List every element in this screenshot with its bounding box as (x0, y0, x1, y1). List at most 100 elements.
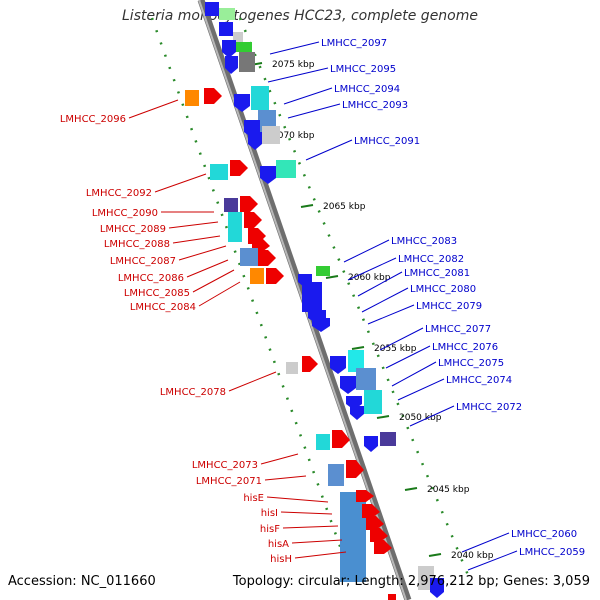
gene-block (250, 268, 264, 284)
label-connector (287, 103, 341, 119)
gene-arrow (430, 578, 444, 598)
gene-block (219, 22, 233, 36)
gene-label[interactable]: LMHCC_2084 (130, 302, 196, 313)
gene-block (340, 492, 366, 582)
label-connector (367, 304, 415, 325)
gene-arrow (244, 212, 262, 228)
label-connector (172, 235, 221, 244)
scale-tick (325, 275, 339, 279)
gene-arrow (332, 430, 350, 448)
gene-label[interactable]: hisF (260, 524, 280, 535)
gene-block (316, 434, 330, 450)
scale-tick-label: 2065 kbp (323, 202, 366, 212)
gene-label[interactable]: LMHCC_2097 (321, 38, 387, 49)
gene-block (388, 594, 396, 600)
gene-block (236, 42, 252, 52)
gene-block (286, 362, 298, 374)
reverse-gene-labels: LMHCC_2097LMHCC_2095LMHCC_2094LMHCC_2093… (267, 38, 585, 571)
label-connector (128, 99, 179, 119)
label-connector (397, 378, 445, 401)
gene-label[interactable]: LMHCC_2091 (354, 136, 420, 147)
gene-label[interactable]: LMHCC_2085 (124, 288, 190, 299)
gene-arrow (370, 528, 388, 542)
gene-arrow (222, 40, 236, 58)
label-connector (294, 551, 347, 559)
label-connector (264, 475, 307, 481)
gene-arrow (366, 516, 384, 530)
gene-block (224, 198, 238, 212)
label-connector (385, 345, 431, 369)
scale-tick (300, 204, 314, 208)
gene-arrow (258, 250, 276, 266)
label-connector (467, 550, 518, 571)
label-connector (361, 287, 409, 313)
gene-label[interactable]: LMHCC_2095 (330, 64, 396, 75)
gene-label[interactable]: LMHCC_2079 (416, 301, 482, 312)
gene-label[interactable]: LMHCC_2076 (432, 342, 498, 353)
gene-label[interactable]: LMHCC_2077 (425, 324, 491, 335)
gene-label[interactable]: LMHCC_2060 (511, 529, 577, 540)
gene-block (302, 282, 322, 312)
label-connector (347, 257, 397, 281)
label-connector (266, 496, 329, 503)
gene-label[interactable]: LMHCC_2075 (438, 358, 504, 369)
label-connector (228, 371, 277, 392)
gene-label[interactable]: LMHCC_2080 (410, 284, 476, 295)
gene-block (219, 8, 235, 20)
label-connector (260, 453, 299, 465)
gene-label[interactable]: LMHCC_2088 (104, 239, 170, 250)
gene-label[interactable]: LMHCC_2074 (446, 375, 512, 386)
gene-block (316, 266, 330, 276)
gene-label[interactable]: LMHCC_2072 (456, 402, 522, 413)
gene-label[interactable]: LMHCC_2093 (342, 100, 408, 111)
scale-tick-label: 2050 kbp (399, 413, 442, 423)
gene-features (185, 2, 444, 600)
scale-tick-label: 2045 kbp (427, 485, 470, 495)
accession-text: Accession: NC_011660 (8, 574, 156, 589)
label-connector (178, 245, 227, 261)
gene-label[interactable]: LMHCC_2087 (110, 256, 176, 267)
label-connector (357, 271, 403, 297)
gene-block (262, 126, 280, 144)
gene-arrow (356, 490, 374, 502)
gene-label[interactable]: LMHCC_2094 (334, 84, 400, 95)
gene-block (205, 2, 219, 16)
gene-label[interactable]: LMHCC_2071 (196, 476, 262, 487)
scale-tick (351, 346, 365, 350)
gene-arrow (266, 268, 284, 284)
gene-label[interactable]: hisH (270, 554, 292, 565)
gene-label[interactable]: LMHCC_2096 (60, 114, 126, 125)
gene-label[interactable]: LMHCC_2092 (86, 188, 152, 199)
gene-label[interactable]: LMHCC_2086 (118, 273, 184, 284)
gene-arrow (340, 376, 356, 394)
gene-block (228, 212, 242, 242)
gene-block (210, 164, 228, 180)
gene-block (356, 368, 376, 390)
gene-label[interactable]: LMHCC_2083 (391, 236, 457, 247)
gene-label[interactable]: LMHCC_2082 (398, 254, 464, 265)
label-connector (198, 281, 241, 307)
gene-block (233, 32, 243, 46)
gene-block (364, 390, 382, 414)
gene-arrow (240, 196, 258, 212)
label-connector (269, 41, 320, 55)
gene-label[interactable]: hisA (268, 539, 289, 550)
gene-label[interactable]: hisE (243, 493, 264, 504)
gene-label[interactable]: LMHCC_2059 (519, 547, 585, 558)
gene-label[interactable]: LMHCC_2090 (92, 208, 158, 219)
scale-tick-label: 2075 kbp (272, 60, 315, 70)
gene-label[interactable]: LMHCC_2073 (192, 460, 258, 471)
gene-arrow (364, 436, 378, 452)
gene-block (348, 350, 364, 372)
gene-arrow (350, 406, 364, 420)
gene-label[interactable]: LMHCC_2089 (100, 224, 166, 235)
gene-label[interactable]: hisI (261, 508, 278, 519)
gene-label[interactable]: LMHCC_2081 (404, 268, 470, 279)
gene-arrow (230, 160, 248, 176)
scale-tick-label: 2040 kbp (451, 551, 494, 561)
scale-tick-label: 2070 kbp (272, 131, 315, 141)
gene-label[interactable]: LMHCC_2078 (160, 387, 226, 398)
gene-arrow (312, 318, 330, 332)
gene-block (328, 464, 344, 486)
